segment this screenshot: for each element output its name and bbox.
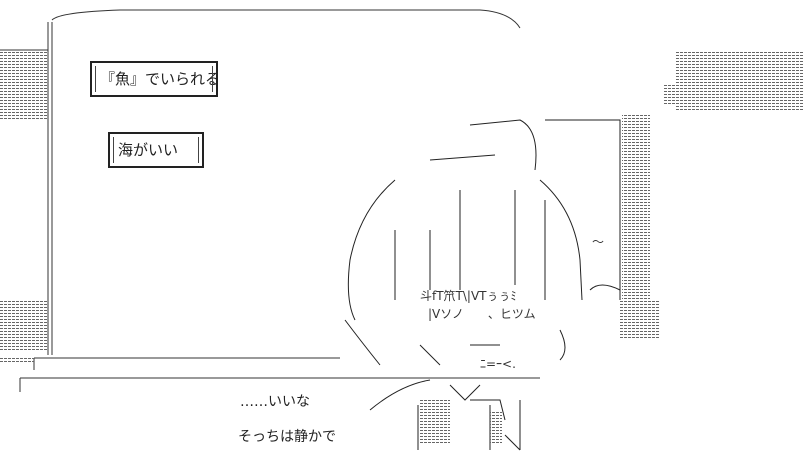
caption-quiet: そっちは静かで [238, 429, 336, 445]
face-glyph-line-1: 斗fT笊T\|VTぅぅﾐ [420, 289, 517, 303]
character-outline [344, 119, 621, 366]
caption-nice: ……いいな [240, 394, 310, 410]
mouth-glyph: ﾆ=ｰ<. [480, 357, 516, 371]
window-frame [47, 9, 521, 355]
sign-fish-text: 『魚』でいられる [100, 69, 221, 88]
wall-mark-glyph: ～ [592, 235, 605, 249]
sign-sea-text: 海がいい [118, 140, 179, 159]
left-wall-hatching [0, 49, 48, 350]
character-dress [369, 379, 521, 451]
sign-sea: 海がいい [108, 132, 204, 168]
face-glyph-line-2: |Vソノ 、ヒツム [428, 307, 536, 321]
sign-fish: 『魚』でいられる [90, 61, 221, 97]
floor-ledge [0, 356, 540, 392]
right-wall-hatching [620, 52, 804, 340]
